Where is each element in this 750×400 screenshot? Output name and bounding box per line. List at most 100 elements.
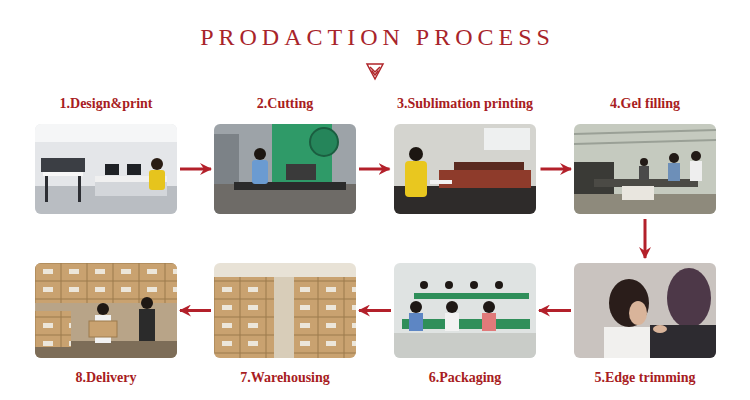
worker-shirt [639, 166, 649, 180]
flow-arrow [180, 168, 211, 171]
printer-leg [78, 176, 81, 202]
worker-head [254, 148, 266, 160]
title-ornament [367, 64, 383, 79]
photo-wall [394, 263, 536, 358]
worker-back [667, 268, 711, 328]
process-step: 2.Cutting [214, 95, 356, 216]
photo-wall [214, 263, 356, 358]
packaging-photo [394, 263, 536, 358]
process-step: 5.Edge trimming [574, 261, 716, 390]
step-label: 8.Delivery [75, 369, 136, 387]
shelf [574, 162, 614, 194]
step-label: 7.Warehousing [240, 369, 330, 387]
flow-arrow [359, 309, 391, 312]
flow-arrow [180, 309, 211, 312]
trimming-photo [574, 263, 716, 358]
worker-shirt [405, 161, 427, 197]
worker-head [495, 281, 503, 289]
worker-hand [653, 325, 667, 333]
worker-head [669, 153, 679, 163]
heat-press [439, 170, 531, 188]
worker-head [470, 281, 478, 289]
warehouse-photo [214, 263, 356, 358]
worker-head [445, 281, 453, 289]
sublimation-photo [394, 124, 536, 214]
step-label: 2.Cutting [257, 95, 313, 113]
worker-head [483, 301, 495, 313]
ornament-triangle [367, 64, 383, 79]
box-stacks [214, 277, 356, 358]
cutting-photo [214, 124, 356, 214]
side-panel [214, 134, 239, 184]
printer-paper [43, 172, 83, 176]
diagram-title: PRODACTION PROCESS [0, 23, 750, 51]
process-step: 8.Delivery [35, 261, 177, 390]
box-pile [35, 311, 71, 347]
photo-wall [214, 124, 356, 214]
worker-head [151, 158, 163, 170]
worker-head [409, 147, 423, 161]
photo-floor [394, 333, 536, 358]
worker-shirt [445, 313, 459, 331]
process-step: 6.Packaging [394, 261, 536, 390]
flow-arrow [539, 309, 571, 312]
design-photo [35, 124, 177, 214]
photo-wall [35, 263, 177, 358]
process-step: 4.Gel filling [574, 95, 716, 216]
gel-photo [574, 124, 716, 214]
worker-head [410, 301, 422, 313]
printer-leg [45, 176, 48, 202]
worker-shirt [604, 327, 652, 358]
worker-head [97, 303, 109, 315]
process-step: 7.Warehousing [214, 261, 356, 390]
worker-shirt [252, 160, 268, 184]
step-label: 6.Packaging [429, 369, 502, 387]
flow-arrow [359, 168, 390, 171]
packing-table [414, 293, 529, 299]
window [484, 128, 530, 150]
process-step: 3.Sublimation printing [393, 95, 538, 216]
worker-shirt [482, 313, 496, 331]
carried-box [89, 321, 117, 337]
monitor [127, 164, 141, 175]
step-label: 5.Edge trimming [594, 369, 695, 387]
step-label: 4.Gel filling [610, 95, 680, 113]
ornament-chevron [372, 71, 379, 76]
worker-shirt [139, 309, 155, 341]
step-label: 3.Sublimation printing [397, 95, 533, 113]
worker-shirt [409, 313, 423, 331]
worker-head [640, 158, 648, 166]
delivery-photo [35, 263, 177, 358]
worker-head [446, 301, 458, 313]
work-table [594, 179, 698, 187]
box-stacks [35, 263, 177, 303]
photo-wall [574, 263, 716, 358]
process-step: 1.Design&print [35, 95, 177, 216]
aisle [274, 277, 294, 358]
press-wheel [310, 128, 338, 156]
trimmed-mat [650, 325, 716, 358]
connector-group [180, 169, 645, 311]
ceiling-beam [574, 130, 716, 144]
stacked-mats [622, 186, 654, 200]
worker-shirt [668, 163, 680, 181]
worker-head [141, 297, 153, 309]
worker-hair [609, 279, 649, 327]
photo-wall [574, 124, 716, 214]
photo-wall [35, 124, 177, 214]
photo-wall [394, 124, 536, 214]
printer-body [41, 158, 85, 172]
press-top [454, 162, 524, 171]
photo-ceiling [35, 124, 177, 142]
worker-head [420, 281, 428, 289]
worker-head [691, 151, 701, 161]
worker-shirt [149, 170, 165, 190]
press-head [286, 164, 316, 180]
cutting-table [234, 182, 346, 190]
worker-face [629, 301, 647, 325]
transfer-sheet [430, 180, 452, 184]
flow-arrow [541, 168, 572, 171]
